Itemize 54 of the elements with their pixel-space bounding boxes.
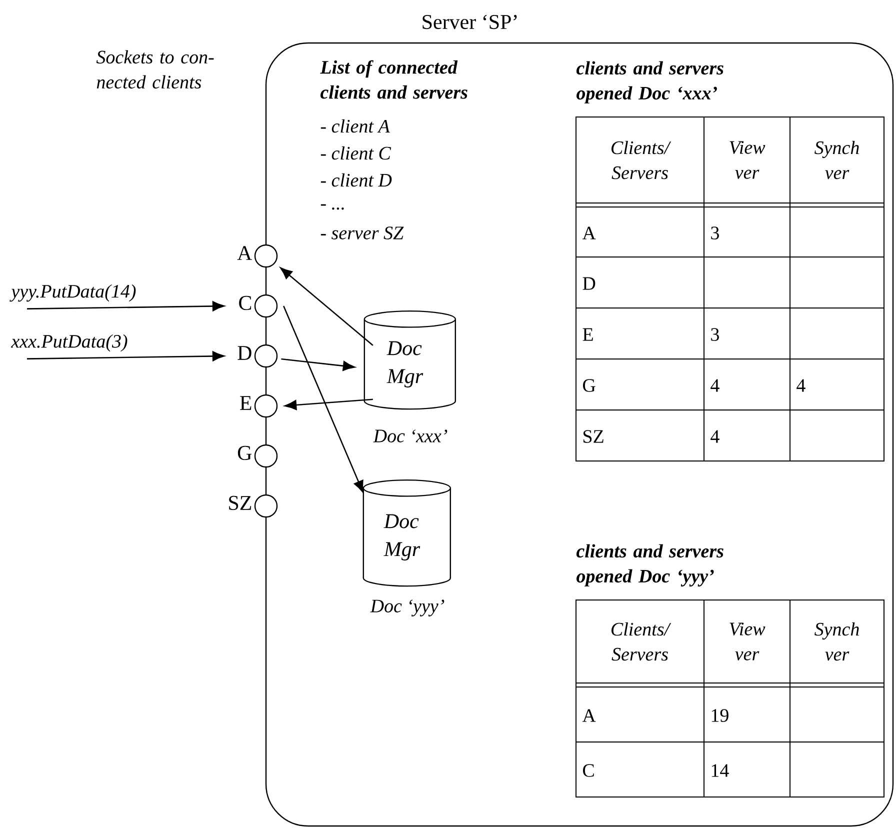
column-header: Clients/ Servers [612,622,672,661]
document-caption: Doc ‘yyy’ [370,600,444,616]
table-entry: 3 [711,226,719,240]
table-title: clients and servers opened Doc ‘yyy’ [576,544,724,586]
list-item: - client A [320,119,390,133]
document-manager-cylinder: Doc Mgr [364,310,456,410]
socket-label: A [237,246,252,260]
table-entry: A [582,226,596,240]
column-header: View ver [730,622,766,660]
socket-circle [254,444,278,468]
socket-circle [254,494,278,518]
table-entry: A [582,709,596,722]
table-entry: 19 [712,709,728,722]
socket-label: C [239,296,252,310]
column-header: Synch ver [814,140,859,180]
arrow [27,351,224,362]
socket-label: E [240,396,252,410]
column-header: Clients/ Servers [612,140,672,180]
table-entry: 14 [712,764,729,777]
socket-label: SZ [229,496,252,510]
socket-circle [254,344,278,368]
table-entry: 3 [711,328,719,341]
arrow [27,301,224,312]
list-item: - ... [320,204,344,210]
annotation-text: Sockets to con- nected clients [96,50,214,89]
table-entry: E [582,328,593,341]
table-entry: G [583,379,596,392]
document-caption: Doc ‘xxx’ [373,430,448,442]
table-entry: 4 [710,379,720,392]
list-heading: List of connected clients and servers [320,60,468,99]
arrow [280,267,374,346]
list-item: - server SZ [320,226,404,240]
socket-label: G [238,446,252,460]
table-entry: 4 [796,379,806,392]
column-header: Synch ver [814,622,859,661]
arrow [284,398,373,410]
method-call-text: yyy.PutData(14) [10,284,136,302]
table-entry: 4 [710,430,720,443]
socket-label: D [238,346,252,360]
arrow [283,306,364,493]
arrow [281,358,355,371]
table-entry: D [582,277,596,290]
document-manager-cylinder: Doc Mgr [362,479,451,587]
socket-circle [254,244,278,268]
column-header: View ver [730,141,766,179]
node-label: Server ‘SP’ [422,14,517,30]
table-title: clients and servers opened Doc ‘xxx’ [576,61,724,104]
socket-circle [254,294,278,318]
table-entry: SZ [583,430,604,443]
list-item: - client C [320,146,392,160]
socket-circle [254,394,278,418]
table-entry: C [583,764,594,777]
method-call-text: xxx.PutData(3) [10,334,128,352]
list-item: - client D [320,173,392,187]
